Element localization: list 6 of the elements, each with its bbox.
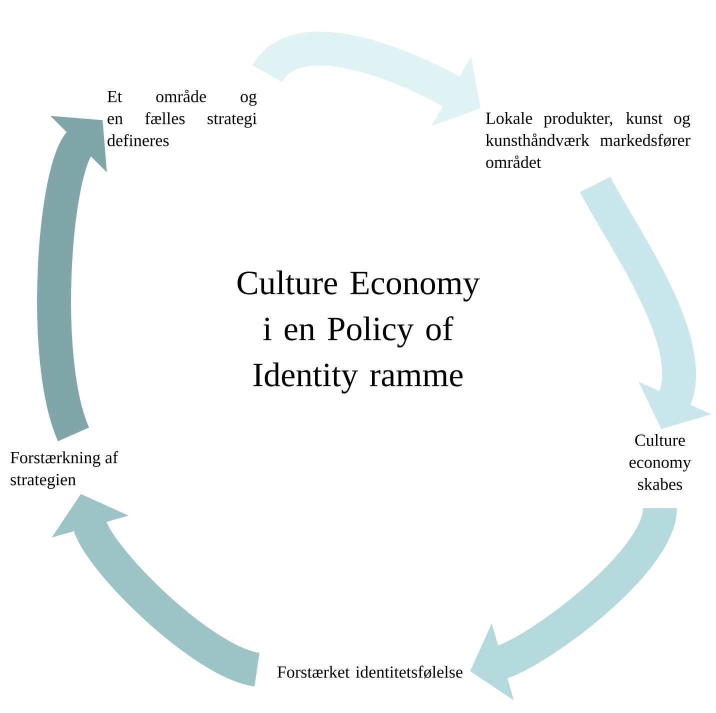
- step-text: Culture economy skabes: [630, 434, 692, 490]
- step-text: Lokale produkter, kunst og kunsthåndværk markedsfører området: [486, 112, 690, 168]
- center-title: Culture Economy i en Policy of Identity ramme: [238, 270, 480, 394]
- step-text: Forstærket identitetsfølelse: [277, 666, 462, 678]
- step-text: Et område og en fælles strategi defineres: [108, 90, 257, 146]
- step-text: Forstærkning af strategien: [10, 451, 118, 489]
